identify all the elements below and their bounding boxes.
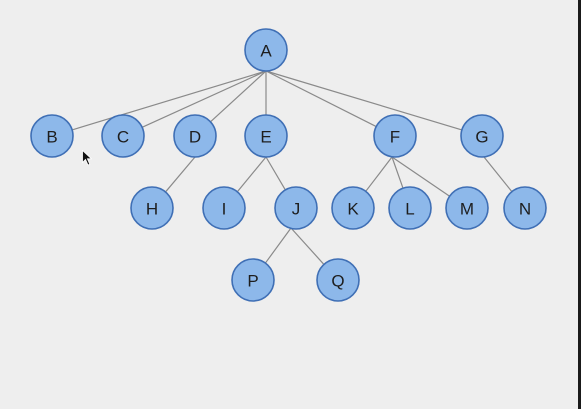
edge-A-G [265, 70, 463, 131]
edge-F-L [391, 156, 404, 189]
node-label: G [475, 128, 488, 147]
node-label: M [460, 200, 474, 219]
node-label: N [519, 200, 531, 219]
tree-nodes: A B C D E F G H I J K L M N P Q [30, 28, 547, 302]
node-circle [388, 186, 432, 230]
node-circle [30, 114, 74, 158]
node-label: L [405, 200, 414, 219]
node-circle [101, 114, 145, 158]
tree-node-b: B [30, 114, 74, 158]
edge-G-N [483, 156, 513, 193]
edge-A-D [210, 70, 267, 123]
node-label: J [292, 200, 301, 219]
node-circle [503, 186, 547, 230]
node-circle [244, 114, 288, 158]
edge-E-I [236, 156, 267, 193]
tree-node-q: Q [316, 258, 360, 302]
edge-A-C [141, 70, 267, 128]
tree-node-j: J [274, 186, 318, 230]
edge-J-P [264, 227, 292, 264]
tree-node-m: M [445, 186, 489, 230]
node-label: K [347, 200, 359, 219]
tree-edges [71, 70, 513, 265]
edge-E-J [265, 156, 286, 191]
node-label: H [146, 200, 158, 219]
edge-F-K [365, 156, 393, 192]
tree-node-n: N [503, 186, 547, 230]
node-circle [331, 186, 375, 230]
tree-node-p: P [231, 258, 275, 302]
node-label: Q [331, 272, 344, 291]
tree-node-e: E [244, 114, 288, 158]
node-circle [173, 114, 217, 158]
tree-node-h: H [130, 186, 174, 230]
node-label: F [390, 128, 400, 147]
tree-node-d: D [173, 114, 217, 158]
edge-A-F [265, 70, 377, 128]
node-label: C [117, 128, 129, 147]
node-circle [373, 114, 417, 158]
tree-node-c: C [101, 114, 145, 158]
edge-D-H [165, 156, 196, 193]
node-label: D [189, 128, 201, 147]
edge-A-B [71, 70, 267, 131]
node-circle [274, 186, 318, 230]
tree-node-i: I [202, 186, 246, 230]
node-label: B [46, 128, 57, 147]
node-label: A [260, 42, 272, 61]
node-label: I [222, 200, 227, 219]
edge-J-Q [290, 227, 325, 265]
tree-node-g: G [460, 114, 504, 158]
tree-node-k: K [331, 186, 375, 230]
tree-node-f: F [373, 114, 417, 158]
mouse-pointer-icon [82, 150, 92, 166]
node-circle [445, 186, 489, 230]
tree-node-a: A [244, 28, 288, 72]
node-circle [244, 28, 288, 72]
node-circle [316, 258, 360, 302]
node-circle [460, 114, 504, 158]
node-circle [231, 258, 275, 302]
node-label: E [260, 128, 271, 147]
tree-node-l: L [388, 186, 432, 230]
node-circle [202, 186, 246, 230]
node-circle [130, 186, 174, 230]
edge-F-M [391, 156, 450, 197]
node-label: P [247, 272, 258, 291]
